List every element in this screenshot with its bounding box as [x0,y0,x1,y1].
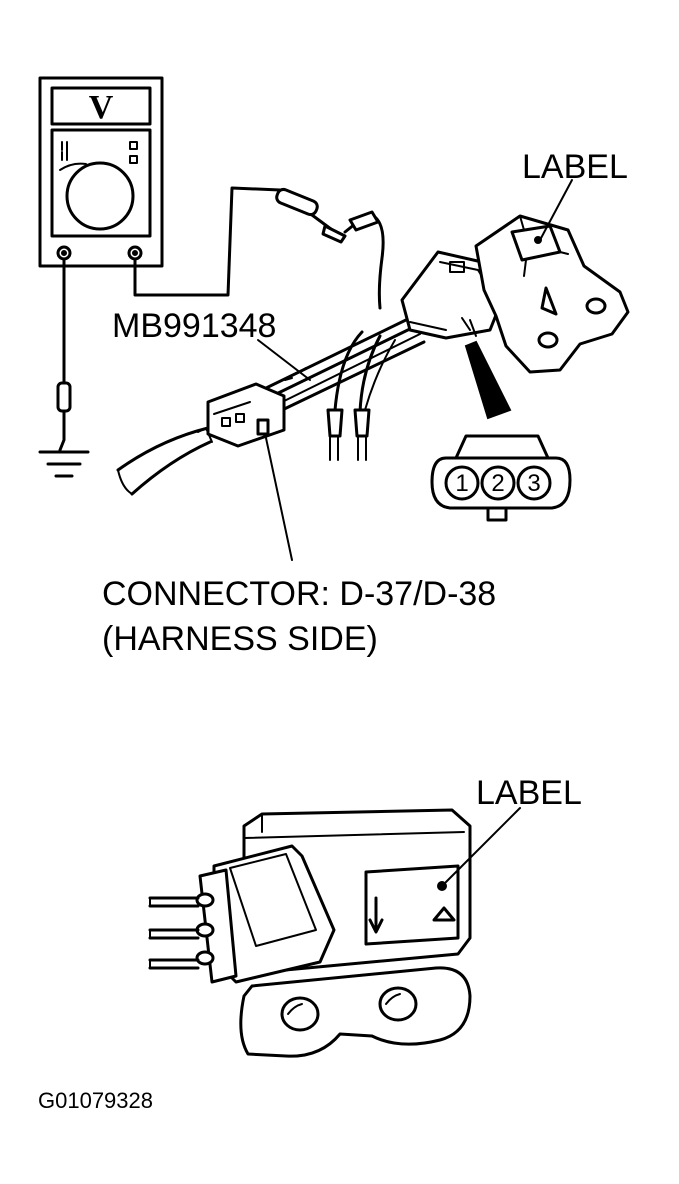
view-arrow-icon [464,340,512,420]
tool-part-number: MB991348 [112,307,276,345]
pin-2-label: 2 [491,470,504,497]
pin-1-label: 1 [455,470,468,497]
figure-code: G01079328 [38,1088,153,1113]
pin-3-label: 3 [527,470,540,497]
label-callout-top: LABEL [522,148,628,186]
terminal-face: 1 2 3 [430,434,572,522]
rotary-dial-icon [65,161,135,231]
label-leader-bottom [445,807,521,883]
pin-3 [516,465,552,501]
pin-1 [444,465,480,501]
connector-leader [265,437,293,561]
positive-lead [133,186,385,310]
tool-leader [257,339,311,381]
connector-callout-line2: (HARNESS SIDE) [102,620,378,658]
meter-display-text: V [89,89,114,126]
connector-callout-line1: CONNECTOR: D-37/D-38 [102,575,496,613]
voltmeter: V [38,76,164,268]
label-leader-top [539,179,573,241]
sensor-top [400,214,630,374]
ground-icon [38,450,90,478]
ground-probe [38,257,90,478]
test-harness-mb991348 [116,316,426,496]
sensor-bottom [148,808,472,1058]
label-callout-bottom: LABEL [476,774,582,812]
pin-2 [480,465,516,501]
